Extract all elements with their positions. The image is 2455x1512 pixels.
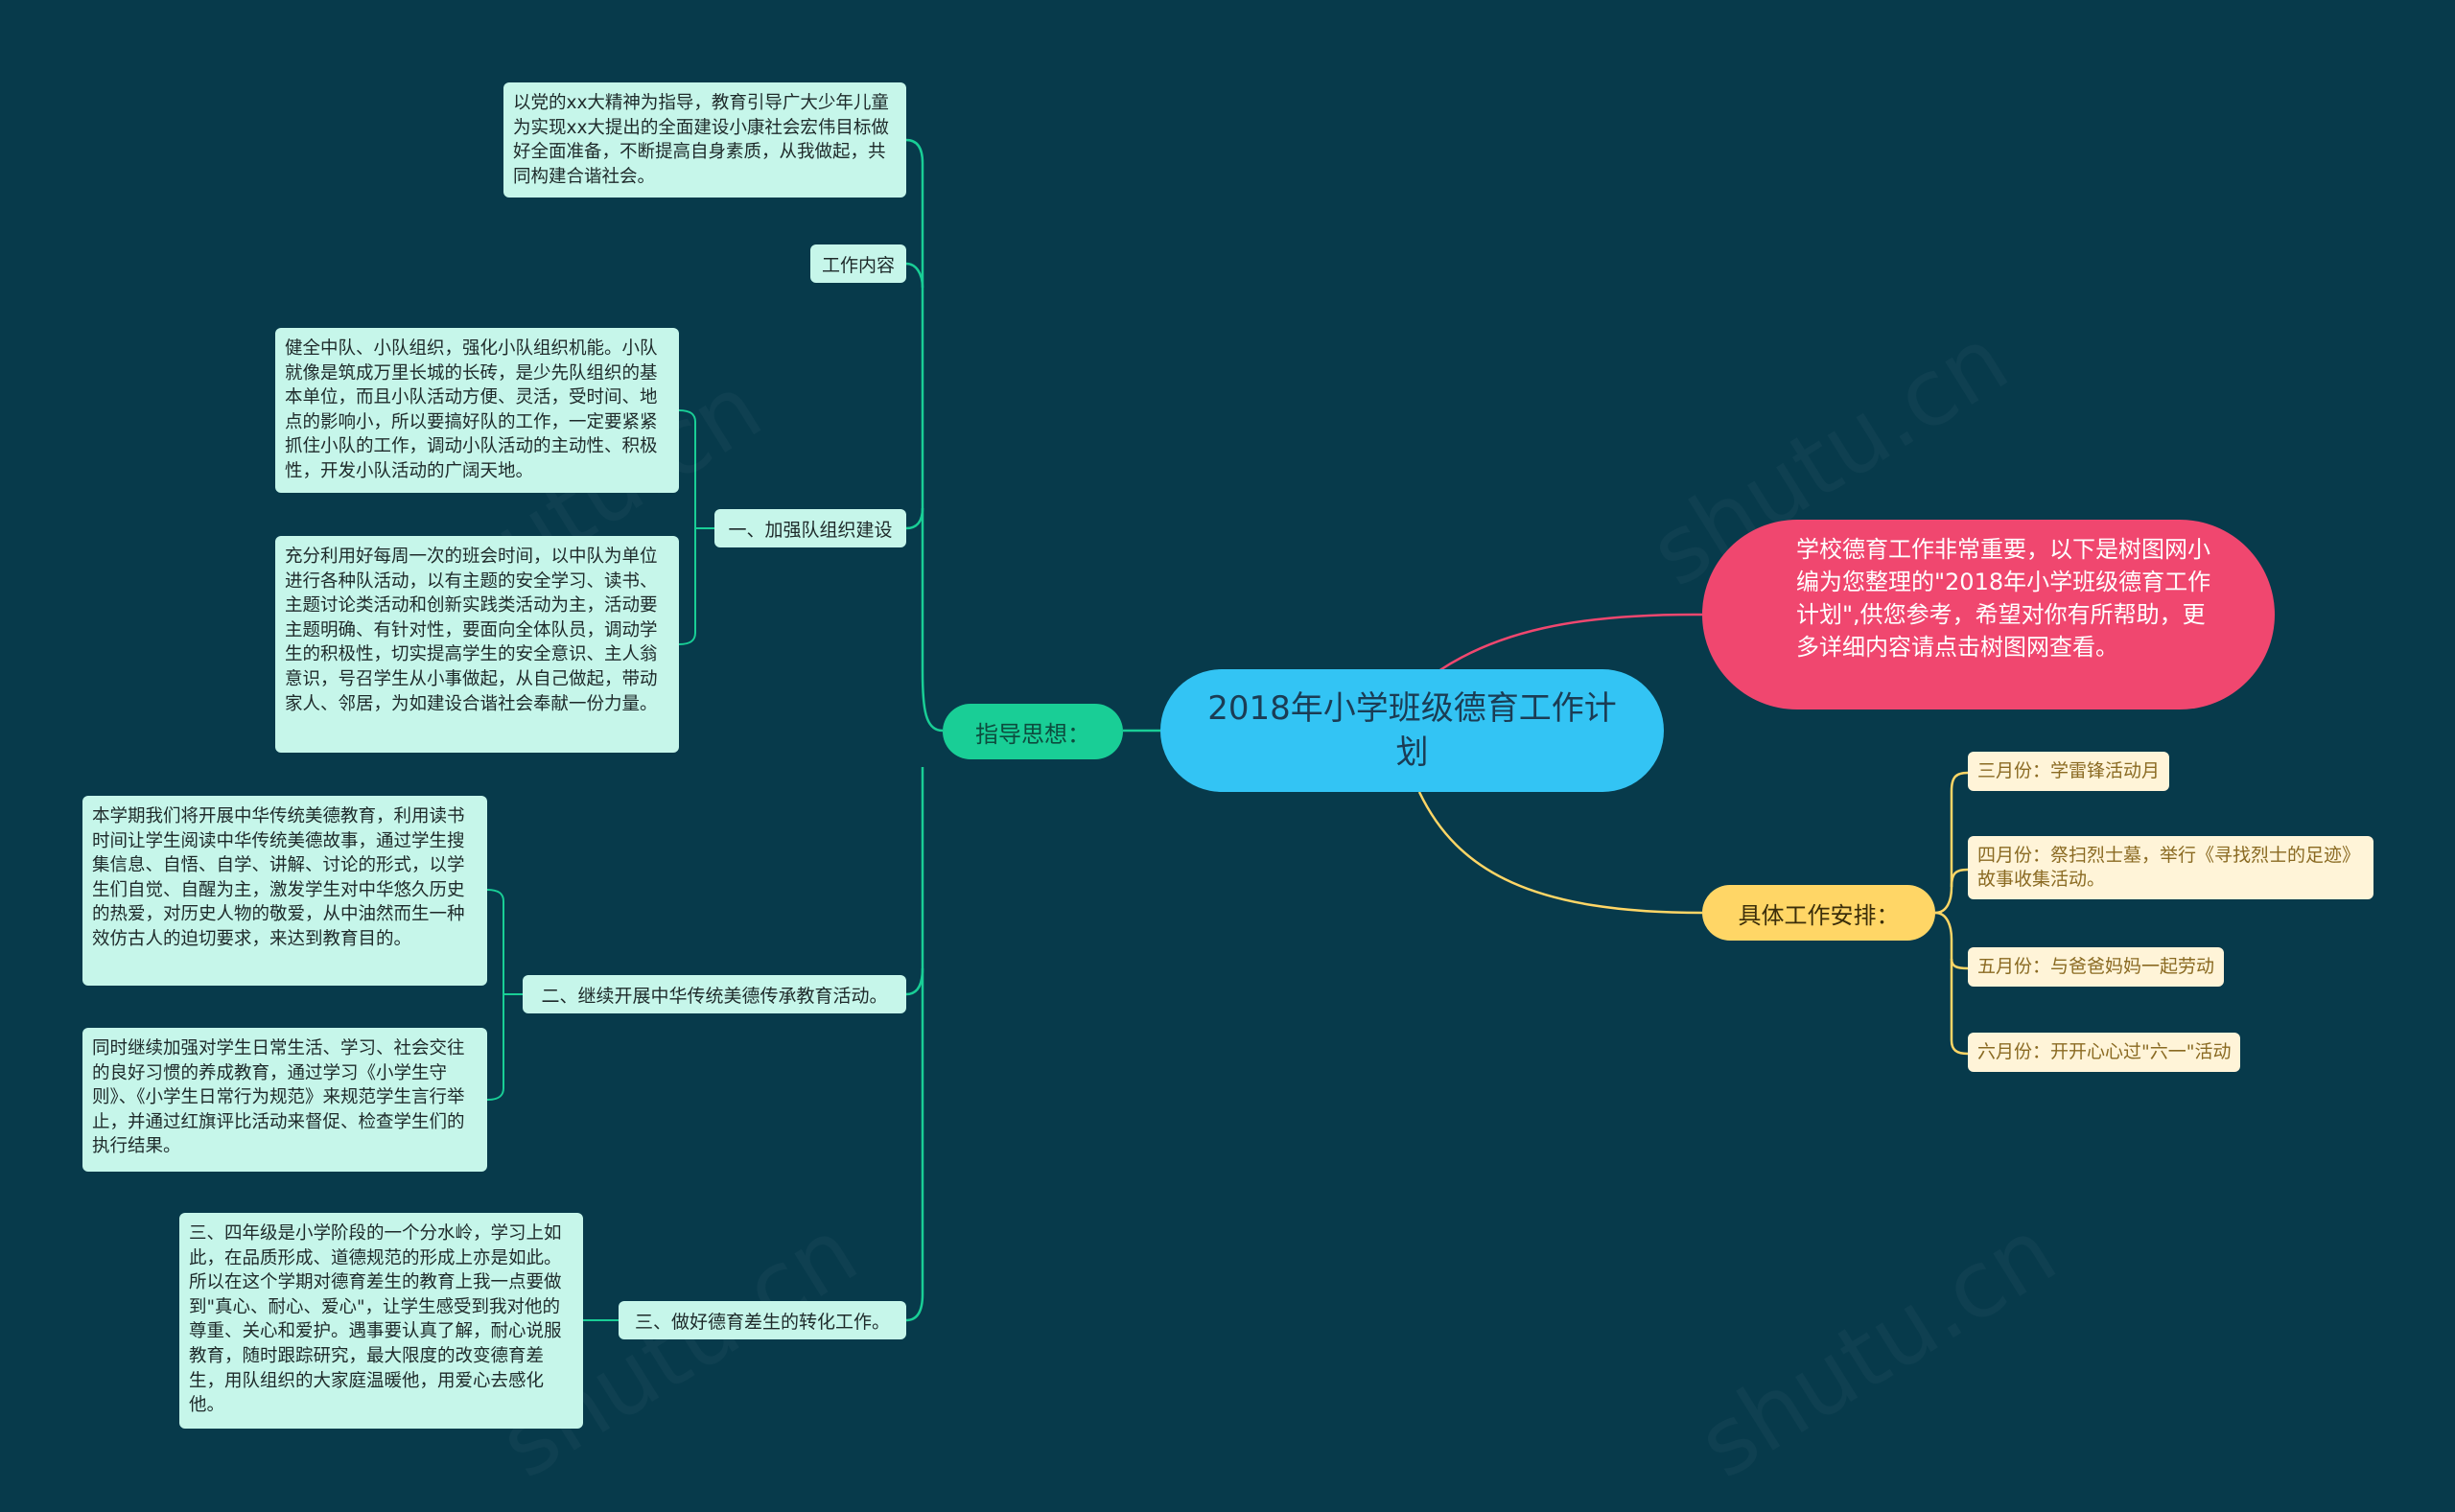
section3-item[interactable]: 三、四年级是小学阶段的一个分水岭，学习上如此，在品质形成、道德规范的形成上亦是如…: [179, 1213, 583, 1429]
intro-text: 学校德育工作非常重要，以下是树图网小编为您整理的"2018年小学班级德育工作计划…: [1796, 536, 2211, 661]
section3-topic[interactable]: 三、做好德育差生的转化工作。: [619, 1301, 906, 1339]
plan-month-text: 六月份：开开心心过"六一"活动: [1977, 1041, 2232, 1062]
plan-branches: [1934, 771, 1969, 1056]
plan-month-item[interactable]: 六月份：开开心心过"六一"活动: [1968, 1033, 2241, 1072]
guide-text-node[interactable]: 以党的xx大精神为指导，教育引导广大少年儿童为实现xx大提出的全面建设小康社会宏…: [503, 82, 906, 198]
plan-month-item[interactable]: 四月份：祭扫烈士墓，举行《寻找烈士的足迹》故事收集活动。: [1968, 836, 2373, 899]
central-topic[interactable]: 2018年小学班级德育工作计划: [1160, 669, 1664, 792]
work-content-node[interactable]: 工作内容: [810, 244, 906, 283]
plan-month-text: 三月份：学雷锋活动月: [1977, 760, 2161, 781]
section1-item[interactable]: 健全中队、小队组织，强化小队组织机能。小队就像是筑成万里长城的长砖，是少先队组织…: [275, 328, 679, 493]
section1-links: [678, 409, 714, 645]
plan-topic[interactable]: 具体工作安排：: [1702, 885, 1935, 941]
section1-item[interactable]: 充分利用好每周一次的班会时间，以中队为单位进行各种队活动，以有主题的安全学习、读…: [275, 536, 679, 753]
section1-label: 一、加强队组织建设: [728, 519, 893, 541]
work-content-label: 工作内容: [821, 254, 895, 276]
guide-text: 以党的xx大精神为指导，教育引导广大少年儿童为实现xx大提出的全面建设小康社会宏…: [513, 93, 889, 187]
plan-month-item[interactable]: 五月份：与爸爸妈妈一起劳动: [1968, 947, 2225, 987]
section1-item-text: 健全中队、小队组织，强化小队组织机能。小队就像是筑成万里长城的长砖，是少先队组织…: [285, 338, 658, 481]
link-center-intro: [1438, 613, 1703, 673]
plan-month-text: 五月份：与爸爸妈妈一起劳动: [1977, 956, 2215, 977]
section1-item-text: 充分利用好每周一次的班会时间，以中队为单位进行各种队活动，以有主题的安全学习、读…: [285, 547, 658, 714]
section3-label: 三、做好德育差生的转化工作。: [634, 1311, 890, 1333]
section2-item[interactable]: 本学期我们将开展中华传统美德教育，利用读书时间让学生阅读中华传统美德故事，通过学…: [82, 796, 487, 986]
plan-month-text: 四月份：祭扫烈士墓，举行《寻找烈士的足迹》故事收集活动。: [1977, 845, 2361, 890]
section2-item[interactable]: 同时继续加强对学生日常生活、学习、社会交往的良好习惯的养成教育，通过学习《小学生…: [82, 1028, 487, 1172]
plan-month-item[interactable]: 三月份：学雷锋活动月: [1968, 752, 2170, 791]
guide-topic[interactable]: 指导思想：: [943, 704, 1123, 759]
plan-topic-label: 具体工作安排：: [1738, 901, 1900, 929]
section2-topic[interactable]: 二、继续开展中华传统美德传承教育活动。: [523, 975, 906, 1013]
guide-topic-label: 指导思想：: [975, 720, 1090, 748]
intro-bubble[interactable]: 学校德育工作非常重要，以下是树图网小编为您整理的"2018年小学班级德育工作计划…: [1702, 520, 2275, 709]
section2-item-text: 本学期我们将开展中华传统美德教育，利用读书时间让学生阅读中华传统美德故事，通过学…: [92, 806, 465, 949]
central-topic-title: 2018年小学班级德育工作计划: [1207, 689, 1617, 772]
section3-item-text: 三、四年级是小学阶段的一个分水岭，学习上如此，在品质形成、道德规范的形成上亦是如…: [189, 1223, 562, 1416]
section2-links: [486, 889, 523, 1101]
link-center-plan: [1417, 791, 1703, 915]
section1-topic[interactable]: 一、加强队组织建设: [714, 509, 906, 547]
section2-item-text: 同时继续加强对学生日常生活、学习、社会交往的良好习惯的养成教育，通过学习《小学生…: [92, 1038, 465, 1157]
section2-label: 二、继续开展中华传统美德传承教育活动。: [541, 985, 888, 1007]
guide-branches: [905, 138, 944, 1322]
